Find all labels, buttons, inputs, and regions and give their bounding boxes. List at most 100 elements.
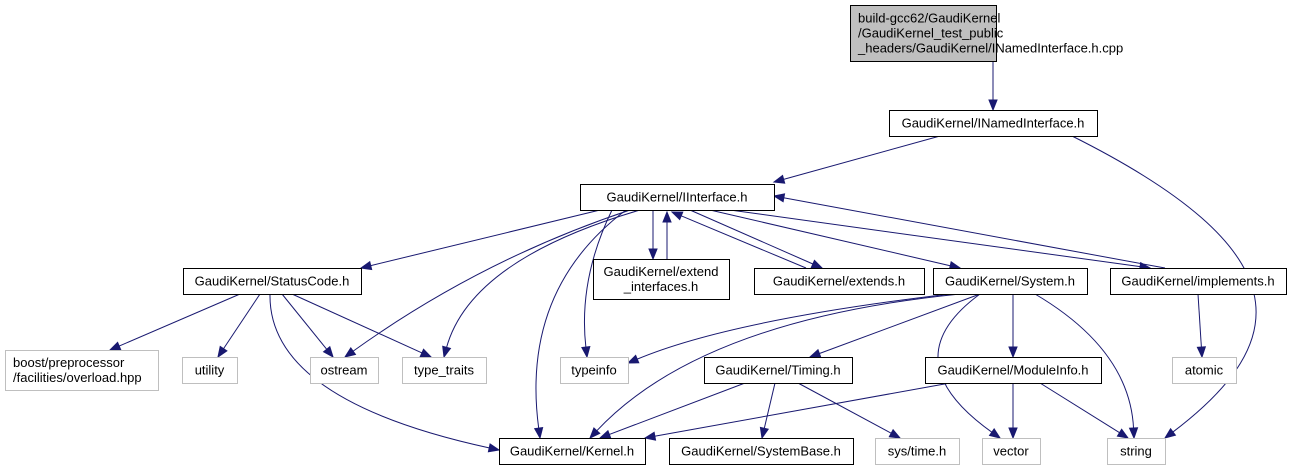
node-label: build-gcc62/GaudiKernel: [858, 11, 1000, 26]
node-extend-interfaces[interactable]: GaudiKernel/extend_interfaces.h: [593, 259, 730, 300]
edge-moduleinfo-to-vector: [1008, 383, 1018, 440]
arrowhead-icon: [772, 193, 786, 203]
arrowhead-icon: [759, 426, 770, 440]
node-inamed[interactable]: GaudiKernel/INamedInterface.h: [889, 110, 1098, 137]
node-statuscode[interactable]: GaudiKernel/StatusCode.h: [183, 268, 362, 295]
edge-moduleinfo-to-kernel: [643, 382, 951, 441]
node-box: [982, 438, 1041, 465]
edge-line: [636, 293, 951, 360]
edge-statuscode-to-type_traits: [291, 293, 433, 358]
arrowhead-icon: [108, 341, 122, 351]
node-box: [182, 357, 238, 384]
node-label: GaudiKernel/IInterface.h: [607, 190, 748, 205]
node-label: utility: [195, 363, 225, 378]
edge-iinterface-to-type_traits: [442, 209, 641, 359]
edge-extends-to-iinterface: [670, 211, 807, 269]
node-box: [580, 184, 775, 211]
node-label: string: [1120, 444, 1152, 459]
node-typeinfo: typeinfo: [560, 357, 629, 384]
edge-line: [595, 293, 961, 432]
edge-line: [222, 293, 261, 350]
arrowhead-icon: [1128, 427, 1139, 440]
node-implements[interactable]: GaudiKernel/implements.h: [1110, 268, 1287, 295]
edge-system-to-timing: [808, 293, 981, 358]
edge-statuscode-to-kernel: [269, 293, 501, 453]
edge-moduleinfo-to-string: [1039, 382, 1130, 439]
edge-line: [782, 197, 1166, 269]
node-box: [1172, 357, 1237, 384]
node-systime: sys/time.h: [875, 438, 960, 465]
node-box: [889, 110, 1098, 137]
node-moduleinfo[interactable]: GaudiKernel/ModuleInfo.h: [925, 357, 1102, 384]
edge-iinterface-to-system: [709, 209, 962, 271]
node-box: [933, 268, 1088, 295]
node-box: [183, 268, 362, 295]
node-label: GaudiKernel/extends.h: [773, 274, 905, 289]
arrowhead-icon: [359, 260, 373, 271]
node-system[interactable]: GaudiKernel/System.h: [933, 268, 1088, 295]
node-label: sys/time.h: [888, 444, 947, 459]
arrowhead-icon: [598, 429, 612, 439]
node-label: GaudiKernel/System.h: [945, 274, 1075, 289]
edge-line: [281, 293, 328, 351]
edge-iinterface-to-typeinfo: [581, 209, 613, 359]
edge-line: [689, 209, 814, 265]
arrowhead-icon: [810, 259, 824, 269]
edge-timing-to-systime: [797, 382, 902, 439]
edge-implements-to-atomic: [1196, 293, 1207, 359]
edge-line: [608, 382, 746, 436]
edge-line: [535, 209, 627, 430]
node-label: vector: [993, 444, 1029, 459]
node-boost: boost/preprocessor/facilities/overload.h…: [5, 350, 159, 391]
node-kernel[interactable]: GaudiKernel/Kernel.h: [499, 438, 646, 465]
node-box: [1107, 438, 1166, 465]
edge-system-to-typeinfo: [626, 293, 951, 364]
node-extends[interactable]: GaudiKernel/extends.h: [754, 268, 925, 295]
node-label: ostream: [321, 363, 368, 378]
edge-root-to-inamed: [988, 61, 998, 112]
node-timing[interactable]: GaudiKernel/Timing.h: [704, 357, 853, 384]
edge-line: [291, 293, 424, 354]
edge-line: [797, 382, 893, 435]
arrowhead-icon: [1196, 346, 1207, 359]
node-iinterface[interactable]: GaudiKernel/IInterface.h: [580, 184, 775, 211]
edge-iinterface-to-extend_interfaces: [648, 210, 658, 261]
arrowhead-icon: [626, 354, 640, 364]
arrowhead-icon: [322, 345, 334, 359]
edge-line: [445, 209, 641, 349]
node-box: [560, 357, 629, 384]
node-label: GaudiKernel/ModuleInfo.h: [937, 363, 1088, 378]
node-root[interactable]: build-gcc62/GaudiKernel/GaudiKernel_test…: [850, 5, 1124, 62]
edge-line: [709, 209, 952, 267]
arrowhead-icon: [988, 428, 1002, 439]
node-atomic: atomic: [1172, 357, 1237, 384]
edge-iinterface-to-ostream: [343, 209, 631, 358]
edge-line: [369, 209, 601, 267]
node-type-traits: type_traits: [402, 357, 487, 384]
edge-statuscode-to-boost: [108, 293, 241, 351]
edge-extend_interfaces-to-iinterface: [662, 210, 672, 259]
arrowhead-icon: [1116, 428, 1130, 439]
arrowhead-icon: [643, 431, 657, 441]
node-label: _interfaces.h: [623, 279, 698, 294]
edge-line: [584, 209, 613, 349]
node-label: type_traits: [414, 363, 474, 378]
arrowhead-icon: [581, 346, 591, 359]
edge-line: [1039, 382, 1121, 434]
nodes-layer: build-gcc62/GaudiKernel/GaudiKernel_test…: [5, 5, 1287, 465]
edge-inamed-to-iinterface: [772, 135, 941, 184]
edge-line: [352, 209, 631, 353]
arrowhead-icon: [442, 345, 452, 359]
node-box: [669, 438, 854, 465]
edge-line: [653, 382, 951, 437]
arrowhead-icon: [343, 347, 357, 358]
node-box: [875, 438, 960, 465]
edges-layer: [108, 61, 1257, 453]
arrowhead-icon: [1163, 427, 1177, 439]
node-systembase[interactable]: GaudiKernel/SystemBase.h: [669, 438, 854, 465]
edge-iinterface-to-kernel: [533, 209, 627, 440]
edge-line: [1197, 293, 1202, 349]
node-box: [499, 438, 646, 465]
edge-line: [763, 382, 776, 430]
